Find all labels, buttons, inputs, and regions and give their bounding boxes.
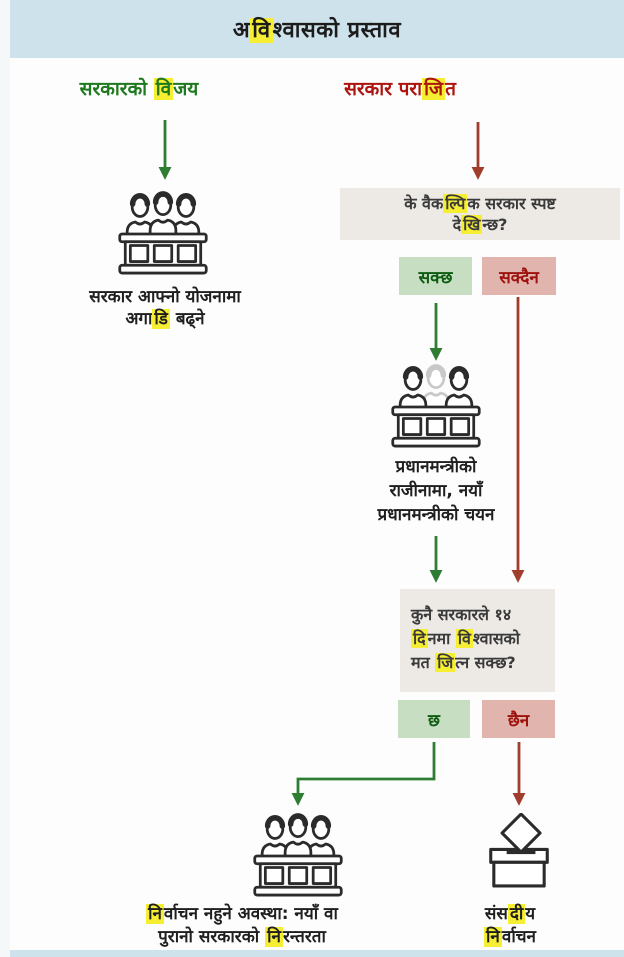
page-margin [0, 0, 10, 957]
title-highlight: वि [250, 18, 273, 43]
caption-government-continues: सरकार आफ्नो योजनामा अगाडि बढ्ने [45, 286, 285, 330]
ballot-box-icon [489, 813, 549, 888]
branch-header-defeat: सरकार पराजित [344, 78, 456, 100]
caption-line: अगाडि बढ्ने [125, 309, 205, 329]
caption-line: पुरानो सरकारको निरन्तरता [158, 927, 326, 947]
page-title: अविश्वासको प्रस्ताव [233, 14, 401, 44]
caption-line: सरकार आफ्नो योजनामा [89, 287, 241, 307]
question-line: कुनै सरकारले १४ [411, 605, 512, 624]
answer-chip-no: छैन [482, 700, 555, 738]
caption-line: प्रधानमन्त्रीको [395, 457, 477, 477]
branch-header-victory: सरकारको विजय [79, 78, 199, 100]
answer-chip-cannot: सक्दैन [482, 257, 556, 295]
question-line: मत जित्न सक्छ? [411, 653, 516, 672]
caption-line: प्रधानमन्त्रीको चयन [377, 505, 495, 525]
caption-line: निर्वाचन नहुने अवस्था: नयाँ वा [146, 904, 338, 924]
question-box-confidence-vote: कुनै सरकारले १४ दिनमा विश्वासको मत जित्न… [400, 589, 555, 692]
caption-line: निर्वाचन [484, 927, 536, 947]
title-banner: अविश्वासको प्रस्ताव [10, 0, 624, 58]
caption-no-election-continuity: निर्वाचन नहुने अवस्था: नयाँ वा पुरानो सर… [82, 903, 402, 949]
answer-chip-can: सक्छ [399, 257, 472, 295]
parliament-new-pm-icon [391, 364, 481, 448]
caption-pm-resignation: प्रधानमन्त्रीको राजीनामा, नयाँ प्रधानमन्… [346, 455, 526, 527]
question-line: देखिन्छ? [452, 215, 508, 234]
caption-line: राजीनामा, नयाँ [389, 481, 483, 501]
title-text: अ [232, 18, 251, 43]
question-line: दिनमा विश्वासको [411, 629, 520, 648]
bottom-banner-edge [10, 950, 624, 957]
title-text: श्वासको प्रस्ताव [272, 18, 402, 43]
parliament-icon [118, 191, 208, 275]
parliament-icon [253, 813, 343, 897]
arrow-yes-elbow [291, 742, 436, 806]
answer-chip-yes: छ [398, 700, 470, 738]
